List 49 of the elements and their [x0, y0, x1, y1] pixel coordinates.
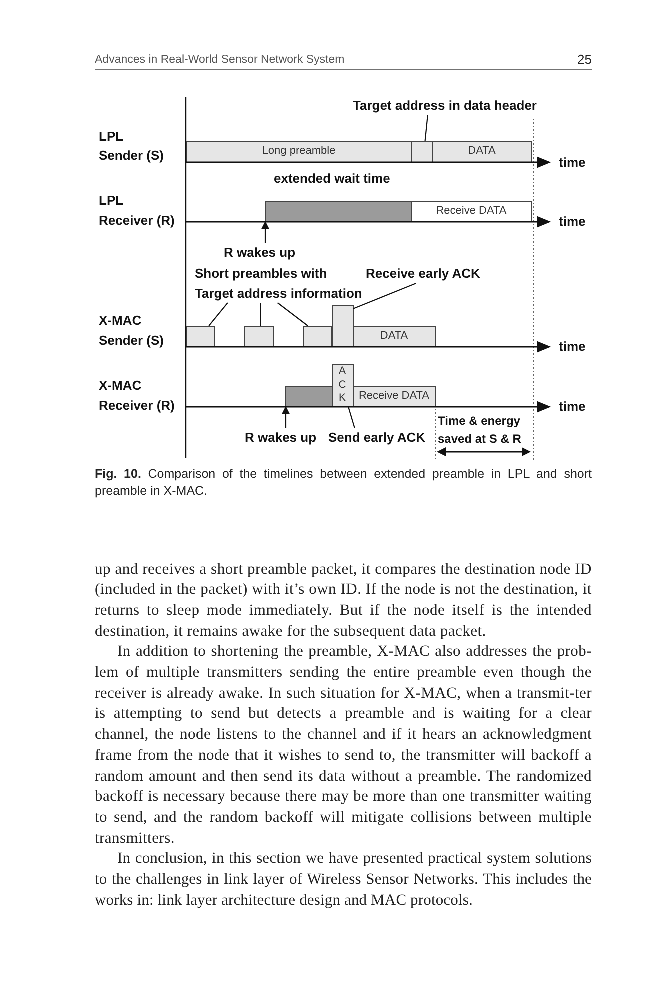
arrow	[282, 406, 290, 428]
leader-line	[424, 115, 428, 142]
annotation-text: extended wait time	[274, 170, 390, 188]
receive-data-block	[411, 201, 532, 222]
dimension-label: Time & energy saved at S & R	[438, 412, 522, 448]
axis-label: time	[559, 154, 586, 172]
data-block	[352, 326, 436, 346]
leader-line	[348, 406, 356, 428]
block-label: DATA	[468, 145, 496, 158]
leader-line	[208, 302, 228, 326]
row-label: LPL Sender (S)	[99, 128, 166, 165]
body-paragraph: up and receives a short preamble packet, it compares the destination node ID (included in the packet) with it’s own ID. If the node is not the destination, it returns to sleep mode immediately. But if the node itself is the intended destination, it remains awake for the subsequent data packet.	[95, 560, 592, 642]
axis-label: time	[559, 398, 586, 416]
page-number: 25	[576, 51, 592, 69]
preamble-block	[186, 141, 412, 162]
axis-label: time	[559, 338, 586, 356]
leader-line	[260, 303, 262, 326]
ack-block	[332, 364, 354, 406]
block-label: Receive DATA	[436, 205, 507, 218]
annotation-text: Short preambles with Target address information	[195, 264, 367, 303]
receive-data-block	[352, 386, 436, 406]
short-preamble-block	[244, 326, 274, 346]
figure-caption: Fig. 10. Comparison of the timelines between extended preamble in LPL and short preamble in X-MAC.	[95, 466, 592, 500]
axis-label: time	[559, 213, 586, 231]
annotation-text: R wakes up	[224, 243, 296, 262]
early-ack-block	[332, 304, 354, 346]
block-label: Long preamble	[262, 145, 336, 158]
running-header: Advances in Real-World Sensor Network System	[95, 53, 345, 68]
wait-period-block	[264, 201, 412, 222]
annotation-text: R wakes up	[245, 428, 317, 448]
leader-line	[353, 282, 416, 310]
body-paragraph: In conclusion, in this section we have presented practical system solutions to the challenges in link layer of Wireless Sensor Networks. This includes the works in: link layer architecture design and MAC protocols.	[95, 849, 592, 911]
block-label: Receive DATA	[358, 390, 430, 404]
data-block	[432, 141, 532, 162]
leader-line	[277, 302, 308, 326]
annotation-text: Target address in data header	[353, 96, 537, 116]
address-block	[411, 141, 433, 162]
block-label: DATA	[380, 330, 408, 344]
row-label: LPL Receiver (R)	[99, 192, 176, 230]
short-preamble-block	[303, 326, 332, 346]
row-label: X-MAC Sender (S)	[99, 312, 166, 350]
block-label: A C K	[338, 365, 348, 406]
wait-period-block	[285, 386, 332, 406]
body-paragraph: In addition to shortening the preamble, X-MAC also addresses the prob-lem of multiple transmitters sending the entire preamble even though the receiver is already awake. In such situation for X-MAC, when a transmit-ter is attempting to send but detects a preamble and is waiting for a clear channel, the node listens to the channel and if it hears an acknowledgment frame from the node that it wishes to send to, the transmitter will backoff a random amount and then send its data without a preamble. The randomized backoff is necessary because there may be more than one transmitter waiting to send, and the random backoff will mitigate collisions between multiple transmitters.	[95, 642, 592, 849]
annotation-text: Send early ACK	[328, 428, 426, 448]
annotation-text: Receive early ACK	[366, 264, 480, 284]
arrow	[262, 221, 270, 243]
short-preamble-block	[186, 326, 215, 346]
row-label: X-MAC Receiver (R)	[99, 377, 176, 415]
